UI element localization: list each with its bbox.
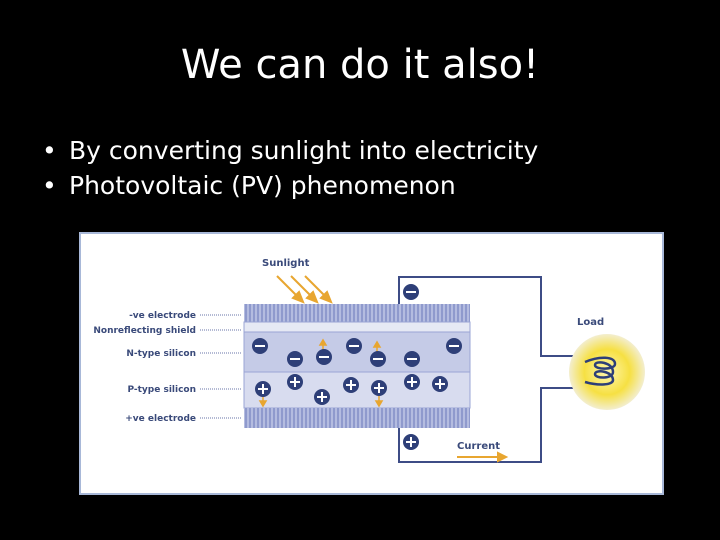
- hole-icon: [343, 377, 359, 393]
- electron-icon: [287, 351, 303, 367]
- sunlight-rays: [276, 275, 333, 304]
- positive-terminal-icon: [403, 434, 419, 450]
- current-label: Current: [457, 441, 500, 452]
- hole-icon: [255, 381, 271, 397]
- pos-electrode-layer: [244, 408, 470, 428]
- label-pos-electrode: +ve electrode: [125, 414, 196, 424]
- bullet-item: •By converting sunlight into electricity: [42, 136, 539, 165]
- shield-layer: [243, 321, 471, 333]
- leader-lines: [200, 314, 242, 419]
- label-ntype: N-type silicon: [126, 349, 196, 359]
- bullet-list: •By converting sunlight into electricity…: [42, 133, 538, 203]
- bullet-text: By converting sunlight into electricity: [69, 136, 539, 165]
- electron-icon: [346, 338, 362, 354]
- label-neg-electrode: -ve electrode: [129, 311, 196, 321]
- hole-icon: [432, 376, 448, 392]
- electron-icon: [370, 351, 386, 367]
- circuit-wire: [398, 276, 575, 463]
- hole-icon: [314, 389, 330, 405]
- hole-icon: [371, 380, 387, 396]
- bullet-item: •Photovoltaic (PV) phenomenon: [42, 171, 456, 200]
- electrons: [252, 338, 462, 367]
- diagram-svg: Sunlight -ve electrode Nonreflecting shi…: [93, 258, 645, 463]
- solar-cell-diagram: Sunlight -ve electrode Nonreflecting shi…: [79, 232, 664, 495]
- label-shield: Nonreflecting shield: [93, 326, 196, 336]
- electron-icon: [252, 338, 268, 354]
- carrier-arrows: [258, 338, 384, 408]
- electron-icon: [404, 351, 420, 367]
- slide-title: We can do it also!: [180, 42, 540, 88]
- sunlight-label: Sunlight: [262, 258, 310, 269]
- hole-icon: [287, 374, 303, 390]
- electron-icon: [446, 338, 462, 354]
- holes: [255, 374, 448, 405]
- lightbulb-icon: [569, 334, 645, 410]
- current-arrow-icon: [457, 451, 509, 463]
- label-ptype: P-type silicon: [127, 385, 196, 395]
- negative-terminal-icon: [403, 284, 419, 300]
- neg-electrode-layer: [244, 304, 470, 322]
- hole-icon: [404, 374, 420, 390]
- electron-icon: [316, 349, 332, 365]
- bullet-text: Photovoltaic (PV) phenomenon: [69, 171, 456, 200]
- load-label: Load: [577, 317, 604, 328]
